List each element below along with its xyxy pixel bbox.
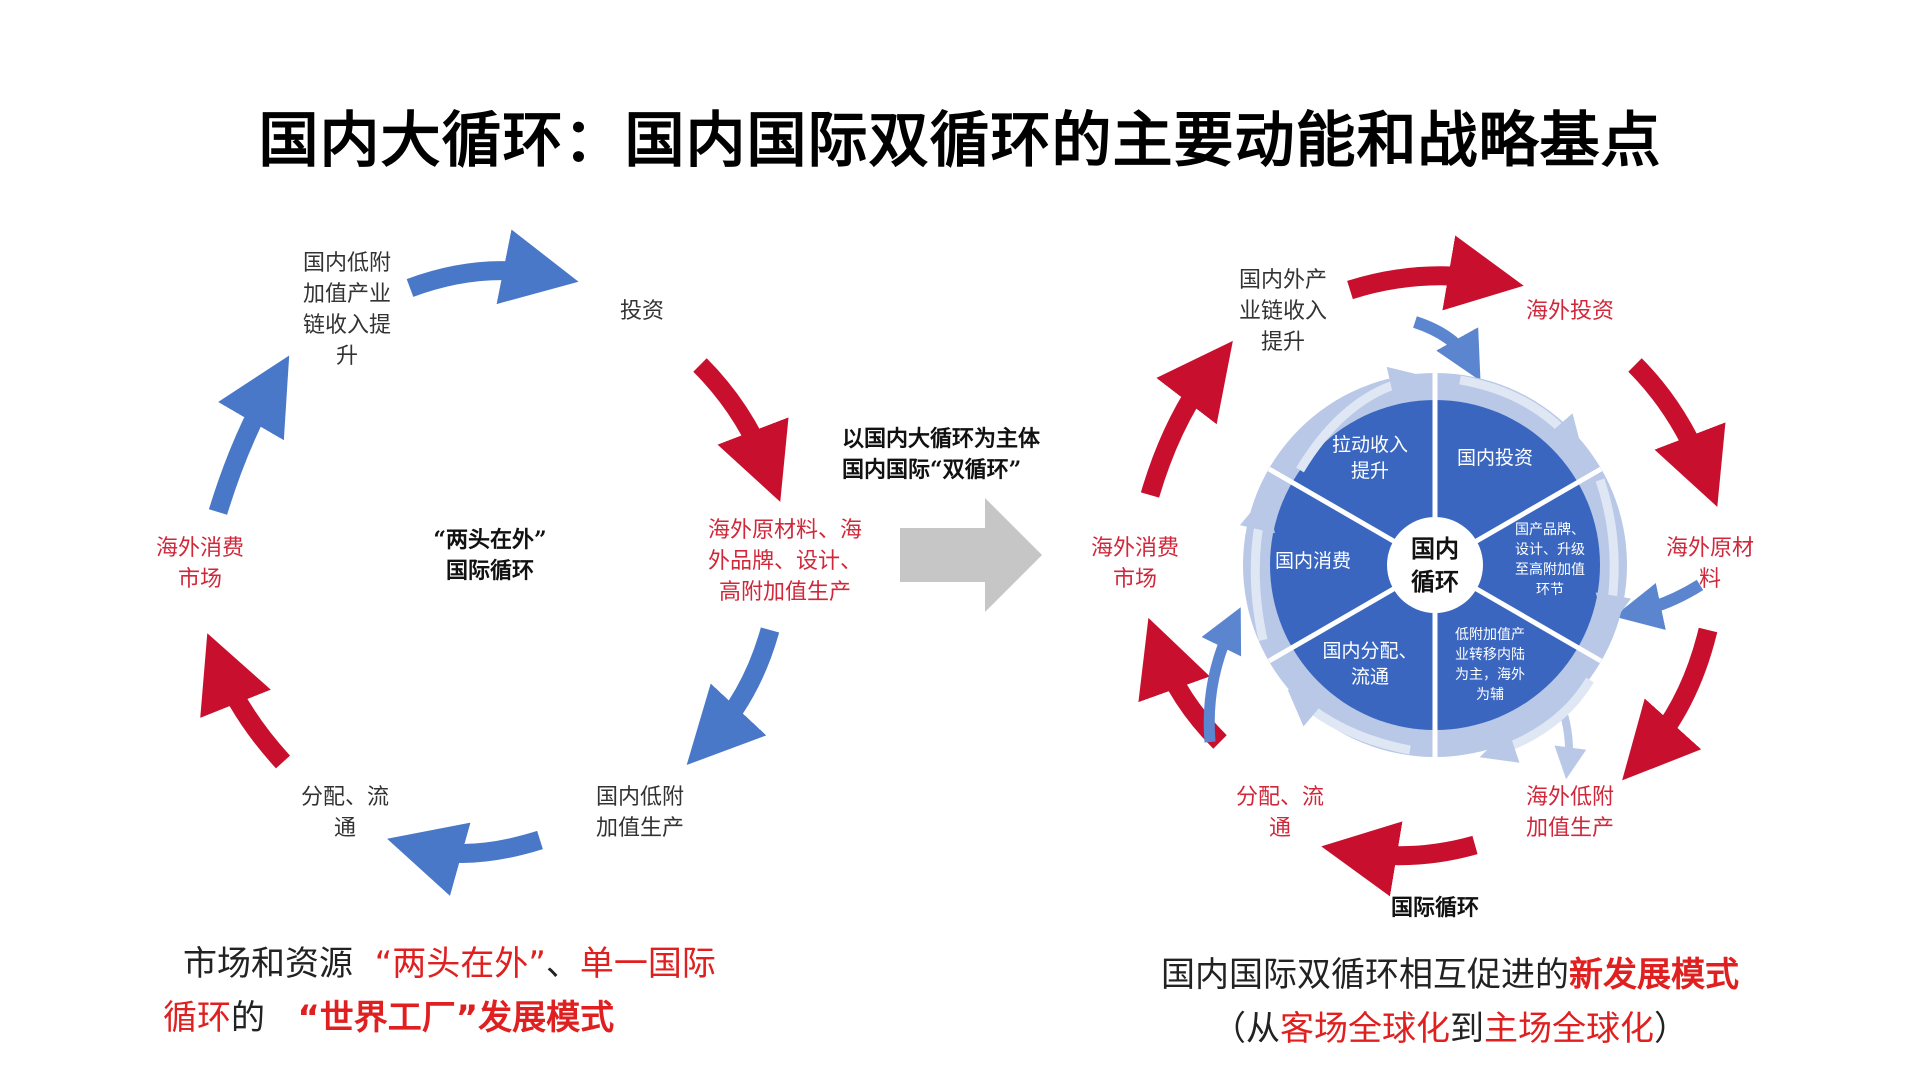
left-node-right: 海外原材料、海外品牌、设计、高附加值生产: [707, 518, 862, 605]
left-caption-line2: 循环的 “世界工厂”发展模式: [163, 998, 615, 1038]
wheel-segment-left: 国内消费: [1274, 550, 1351, 572]
arrow-blue-from-bottom-left-node: [1201, 607, 1242, 743]
arrow-red-lower-right: [1622, 627, 1718, 781]
wheel-segment-bottom-right: 低附加值产业转移内陆为主，海外为辅: [1455, 627, 1525, 703]
transition-label: 以国内大循环为主体国内国际“双循环”: [842, 426, 1041, 483]
right-caption: 国内国际双循环相互促进的新发展模式 （从客场全球化到主场全球化）: [1100, 948, 1800, 1056]
arrow-blue-from-top-node: [1413, 316, 1481, 381]
right-node-left: 海外消费市场: [1090, 536, 1179, 592]
wheel-segment-bottom-left: 国内分配、流通: [1322, 640, 1418, 688]
left-node-top-right: 投资: [619, 299, 664, 324]
left-caption: 市场和资源 “两头在外”、单一国际 循环的 “世界工厂”发展模式: [163, 937, 803, 1045]
left-node-top-left: 国内低附加值产业链收入提升: [302, 251, 391, 369]
wheel-segment-right: 国产品牌、设计、升级至高附加值环节: [1515, 522, 1585, 598]
left-cycle-arrows: [200, 229, 789, 896]
international-circulation-label: 国际循环: [1390, 895, 1479, 921]
arrow-red-upper-right: [693, 358, 789, 502]
arrow-red-bottom: [1321, 821, 1478, 897]
left-node-bottom-left: 分配、流通: [300, 785, 389, 841]
arrow-blue-from-right-node: [1613, 579, 1704, 630]
arrow-red-top: [1347, 235, 1524, 311]
right-caption-line2: （从客场全球化到主场全球化）: [1212, 1009, 1688, 1049]
right-node-bottom-left: 分配、流通: [1235, 785, 1324, 841]
arrow-blue-upper-left: [208, 355, 290, 515]
wheel-segment-top-right: 国内投资: [1456, 447, 1533, 469]
domestic-circulation-wheel: [1239, 366, 1632, 763]
left-node-bottom-right: 国内低附加值生产: [595, 785, 684, 841]
page-title: 国内大循环：国内国际双循环的主要动能和战略基点: [258, 106, 1662, 176]
right-node-bottom-right: 海外低附加值生产: [1525, 785, 1614, 841]
connector-arrows: [1201, 316, 1704, 780]
wheel-hub-label: 国内循环: [1411, 534, 1459, 596]
arrow-red-upper-left: [1140, 340, 1233, 498]
wheel-segment-top-left: 拉动收入提升: [1331, 434, 1408, 482]
transition-arrow: [900, 498, 1042, 612]
arrow-blue-bottom: [387, 822, 543, 896]
left-caption-line1: 市场和资源 “两头在外”、单一国际: [183, 944, 716, 984]
arrow-red-lower-left: [200, 633, 291, 769]
right-node-top-left: 国内外产业链收入提升: [1238, 268, 1327, 355]
left-node-left: 海外消费市场: [155, 536, 244, 592]
right-node-right: 海外原材料: [1665, 536, 1754, 592]
left-center-label: “两头在外”国际循环: [433, 527, 547, 584]
arrow-red-upper-right: [1628, 358, 1726, 507]
right-caption-line1: 国内国际双循环相互促进的新发展模式: [1161, 955, 1739, 995]
right-node-top-right: 海外投资: [1525, 299, 1614, 324]
arrow-blue-lower-right: [686, 627, 780, 766]
arrow-blue-top: [406, 229, 579, 305]
